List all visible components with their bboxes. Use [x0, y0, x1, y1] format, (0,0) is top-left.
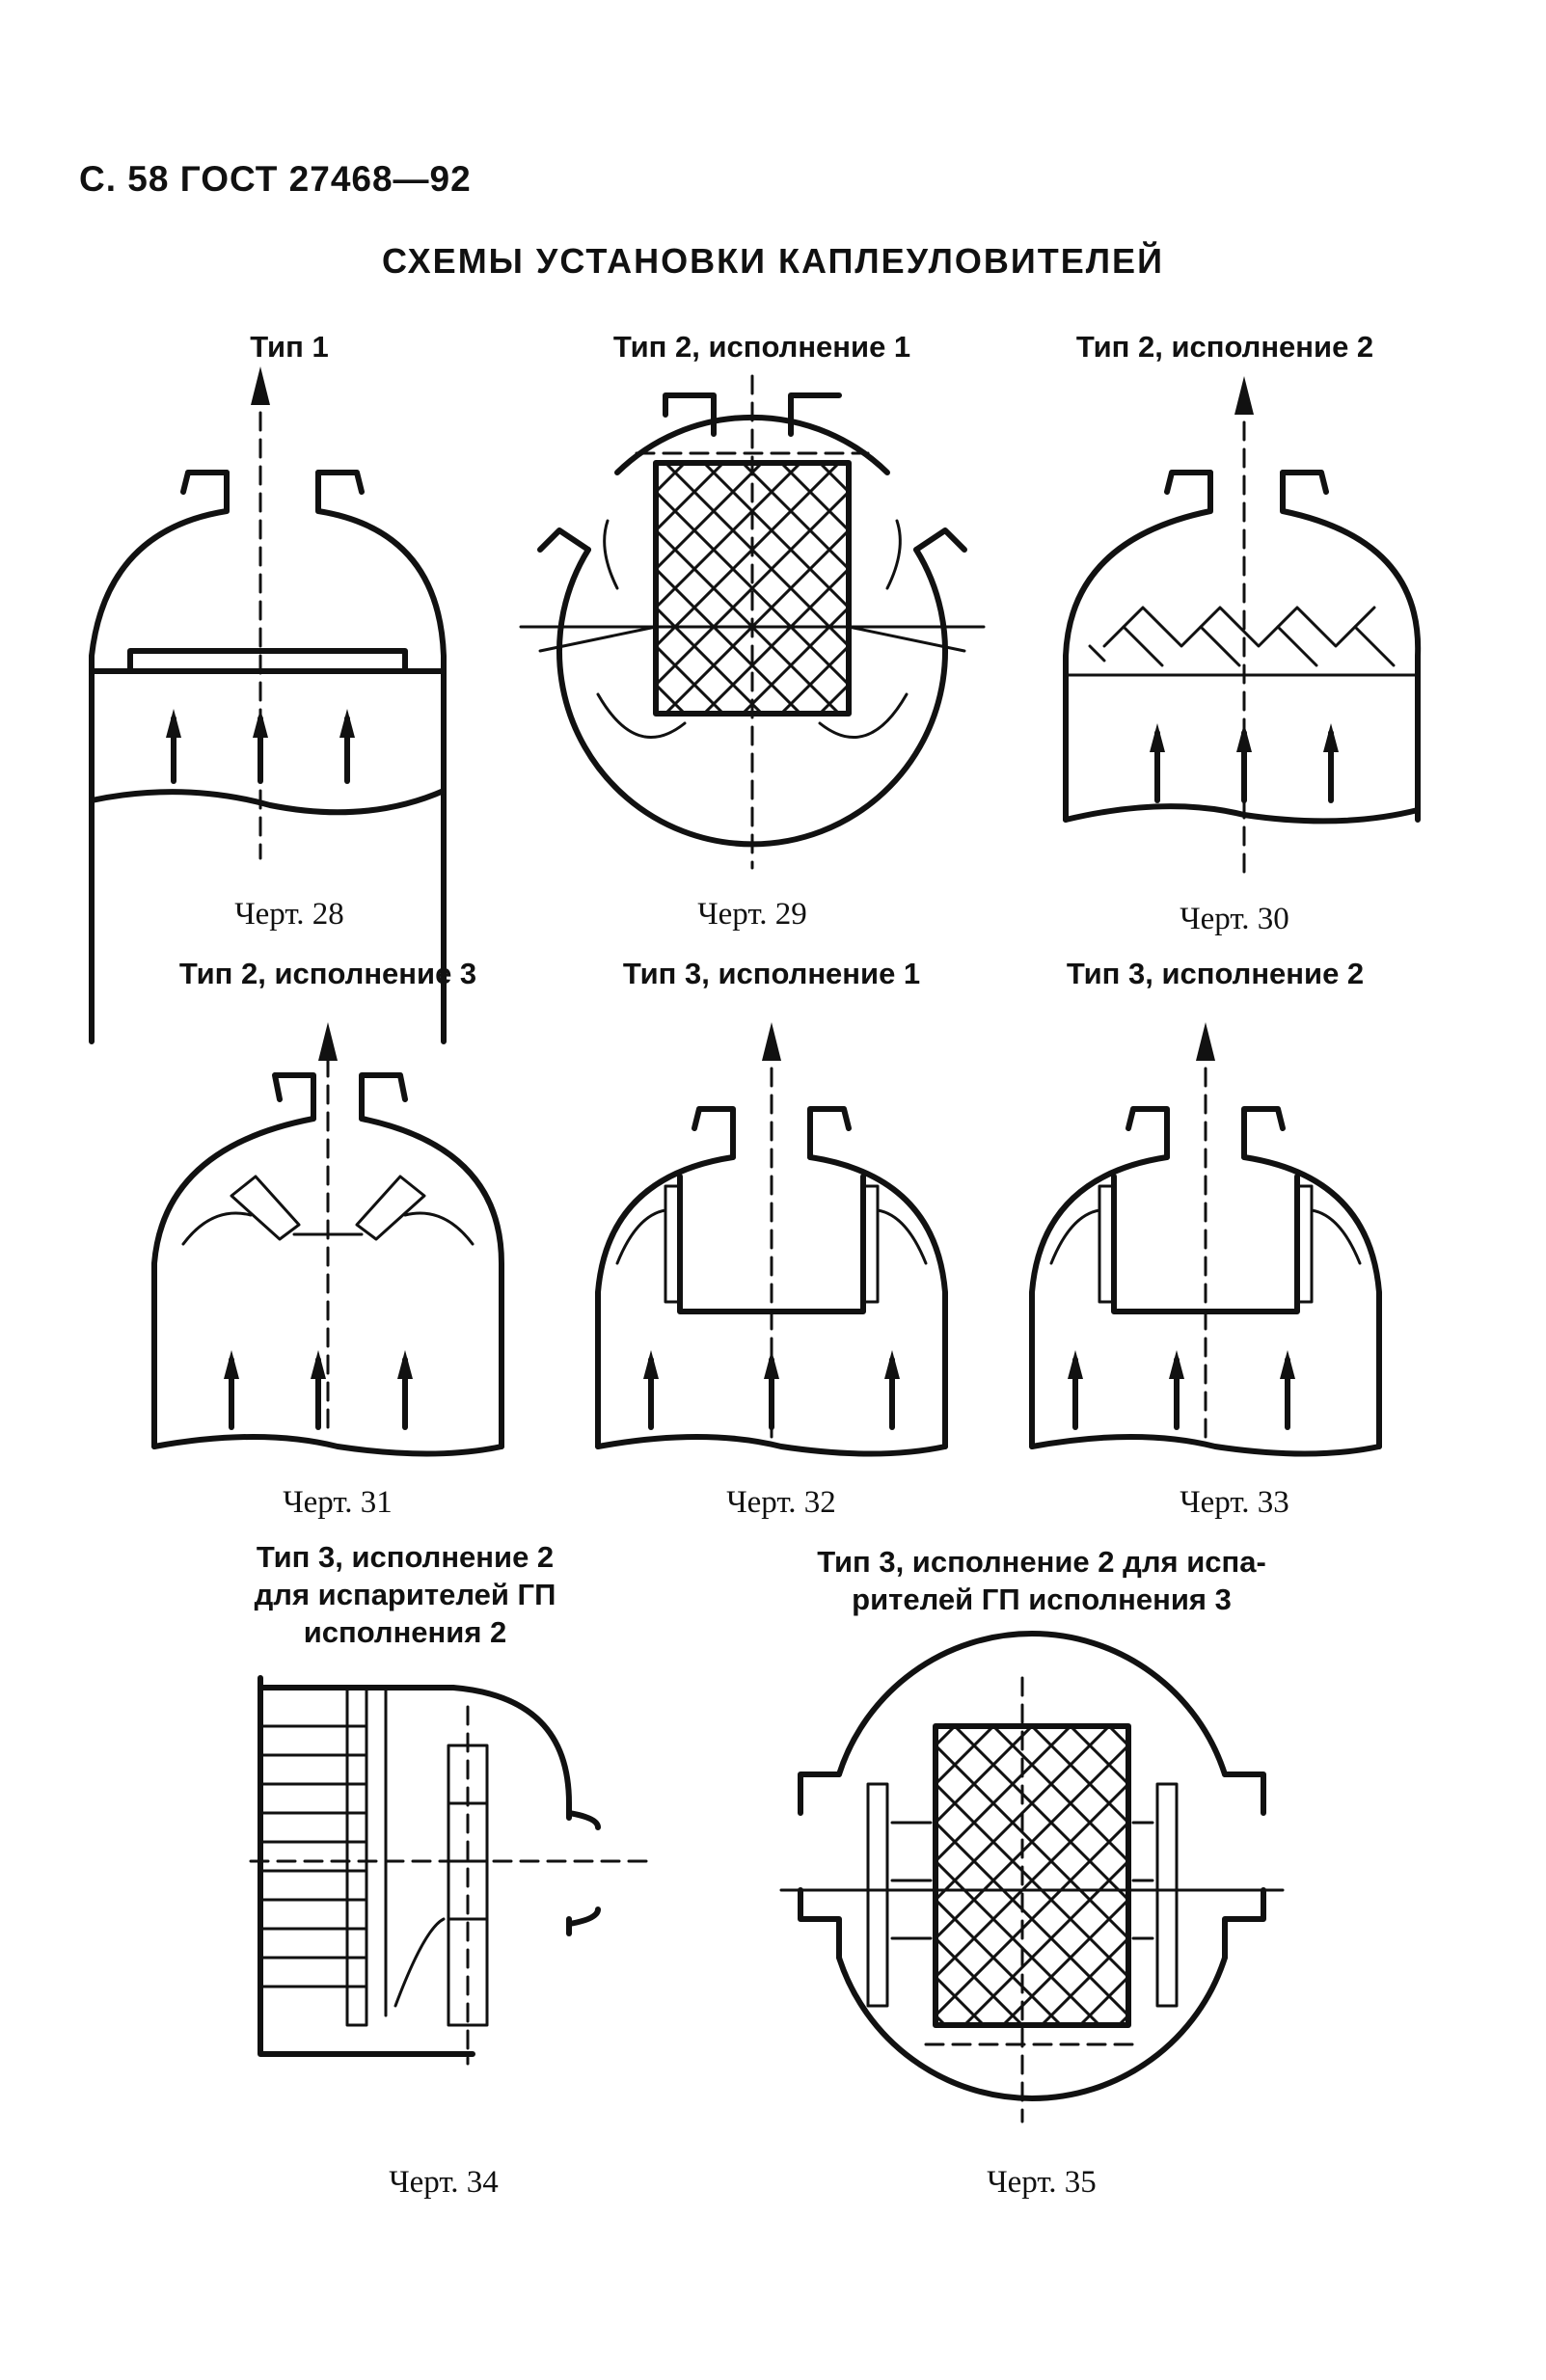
fig35-diagram — [779, 1631, 1285, 2123]
fig32-caption: Черт. 32 — [726, 1485, 836, 1520]
fig35-type-label-line: Тип 3, исполнение 2 для испа- — [817, 1545, 1266, 1579]
fig31-type-label: Тип 2, исполнение 3 — [178, 957, 477, 990]
page-title: СХЕМЫ УСТАНОВКИ КАПЛЕУЛОВИТЕЛЕЙ — [382, 241, 1164, 281]
fig28-caption: Черт. 28 — [234, 897, 344, 932]
fig32-type-label: Тип 3, исполнение 1 — [622, 957, 921, 990]
fig34-type-label-line: исполнения 2 — [303, 1615, 507, 1649]
fig29-type-label: Тип 2, исполнение 1 — [612, 330, 911, 364]
fig34-caption: Черт. 34 — [389, 2165, 499, 2200]
fig29-caption: Черт. 29 — [697, 897, 807, 932]
fig28-diagram — [89, 366, 447, 1044]
fig33-caption: Черт. 33 — [1180, 1485, 1289, 1520]
fig30-type-label: Тип 2, исполнение 2 — [1075, 330, 1374, 364]
fig35-caption: Черт. 35 — [987, 2165, 1097, 2200]
fig30-caption: Черт. 30 — [1180, 902, 1289, 936]
fig31-caption: Черт. 31 — [283, 1485, 393, 1520]
fig33-type-label: Тип 3, исполнение 2 — [1066, 957, 1365, 990]
fig34-type-label: Тип 3, исполнение 2 для испарителей ГП и… — [193, 1538, 617, 1651]
fig35-type-label-line: рителей ГП исполнения 3 — [852, 1582, 1232, 1616]
fig29-diagram — [519, 374, 986, 870]
fig31-diagram — [151, 1022, 504, 1457]
fig33-diagram — [1029, 1022, 1382, 1457]
fig35-type-label: Тип 3, исполнение 2 для испа- рителей ГП… — [772, 1543, 1312, 1618]
fig32-diagram — [595, 1022, 948, 1457]
fig34-type-label-line: для испарителей ГП — [254, 1578, 556, 1611]
page-header: С. 58 ГОСТ 27468—92 — [79, 159, 472, 199]
fig34-diagram — [249, 1675, 648, 2066]
fig30-diagram — [1063, 376, 1422, 875]
fig28-type-label: Тип 1 — [250, 330, 329, 364]
fig34-type-label-line: Тип 3, исполнение 2 — [256, 1540, 555, 1574]
